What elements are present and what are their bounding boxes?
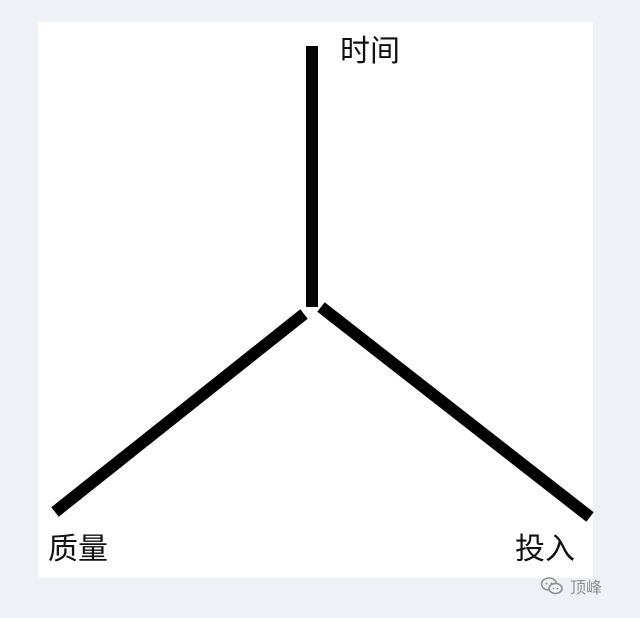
investment-label: 投入 [515,532,575,567]
quality-label: 质量 [48,532,108,567]
quality-axis-line [51,309,308,517]
investment-axis-line [317,302,594,522]
time-label: 时间 [340,34,400,69]
watermark-text: 顶峰 [570,578,603,597]
wechat-icon [540,577,563,595]
watermark: 顶峰 [540,574,602,598]
